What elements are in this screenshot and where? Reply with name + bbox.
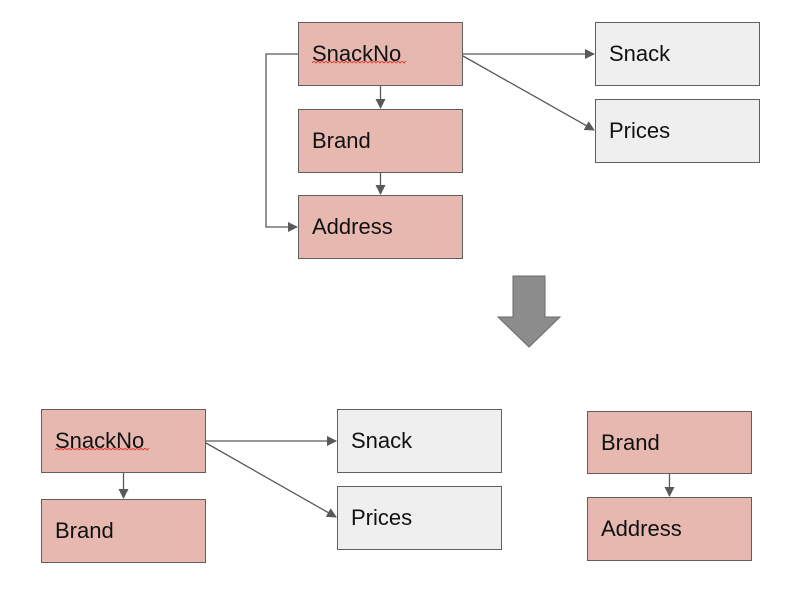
arrow-bottom-snackno-to-prices [205, 442, 337, 518]
right-address-box: Address [587, 497, 752, 561]
right-address-label: Address [601, 516, 682, 541]
bottom-brand-box: Brand [41, 499, 206, 563]
bottom-brand-label: Brand [55, 518, 114, 543]
spellcheck-underline [312, 61, 407, 64]
snackno-box: SnackNo [298, 22, 463, 86]
bottom-prices-box: Prices [337, 486, 502, 550]
right-brand-box: Brand [587, 411, 752, 474]
prices-label: Prices [609, 118, 671, 143]
arrow-snackno-to-prices [462, 55, 595, 131]
prices-box: Prices [595, 99, 760, 163]
brand-label: Brand [312, 128, 371, 153]
right-brand-label: Brand [601, 429, 660, 455]
bottom-prices-label: Prices [351, 505, 413, 530]
address-box: Address [298, 195, 463, 259]
bottom-snack-label: Snack [351, 428, 413, 453]
brand-box: Brand [298, 109, 463, 173]
address-label: Address [312, 214, 393, 239]
snack-label: Snack [609, 41, 671, 66]
down-arrow-icon [496, 275, 562, 348]
arrow-snackno-to-address [265, 53, 298, 232]
spellcheck-underline [55, 448, 150, 451]
bottom-snackno-box: SnackNo [41, 409, 206, 473]
snack-box: Snack [595, 22, 760, 86]
bottom-snack-box: Snack [337, 409, 502, 473]
